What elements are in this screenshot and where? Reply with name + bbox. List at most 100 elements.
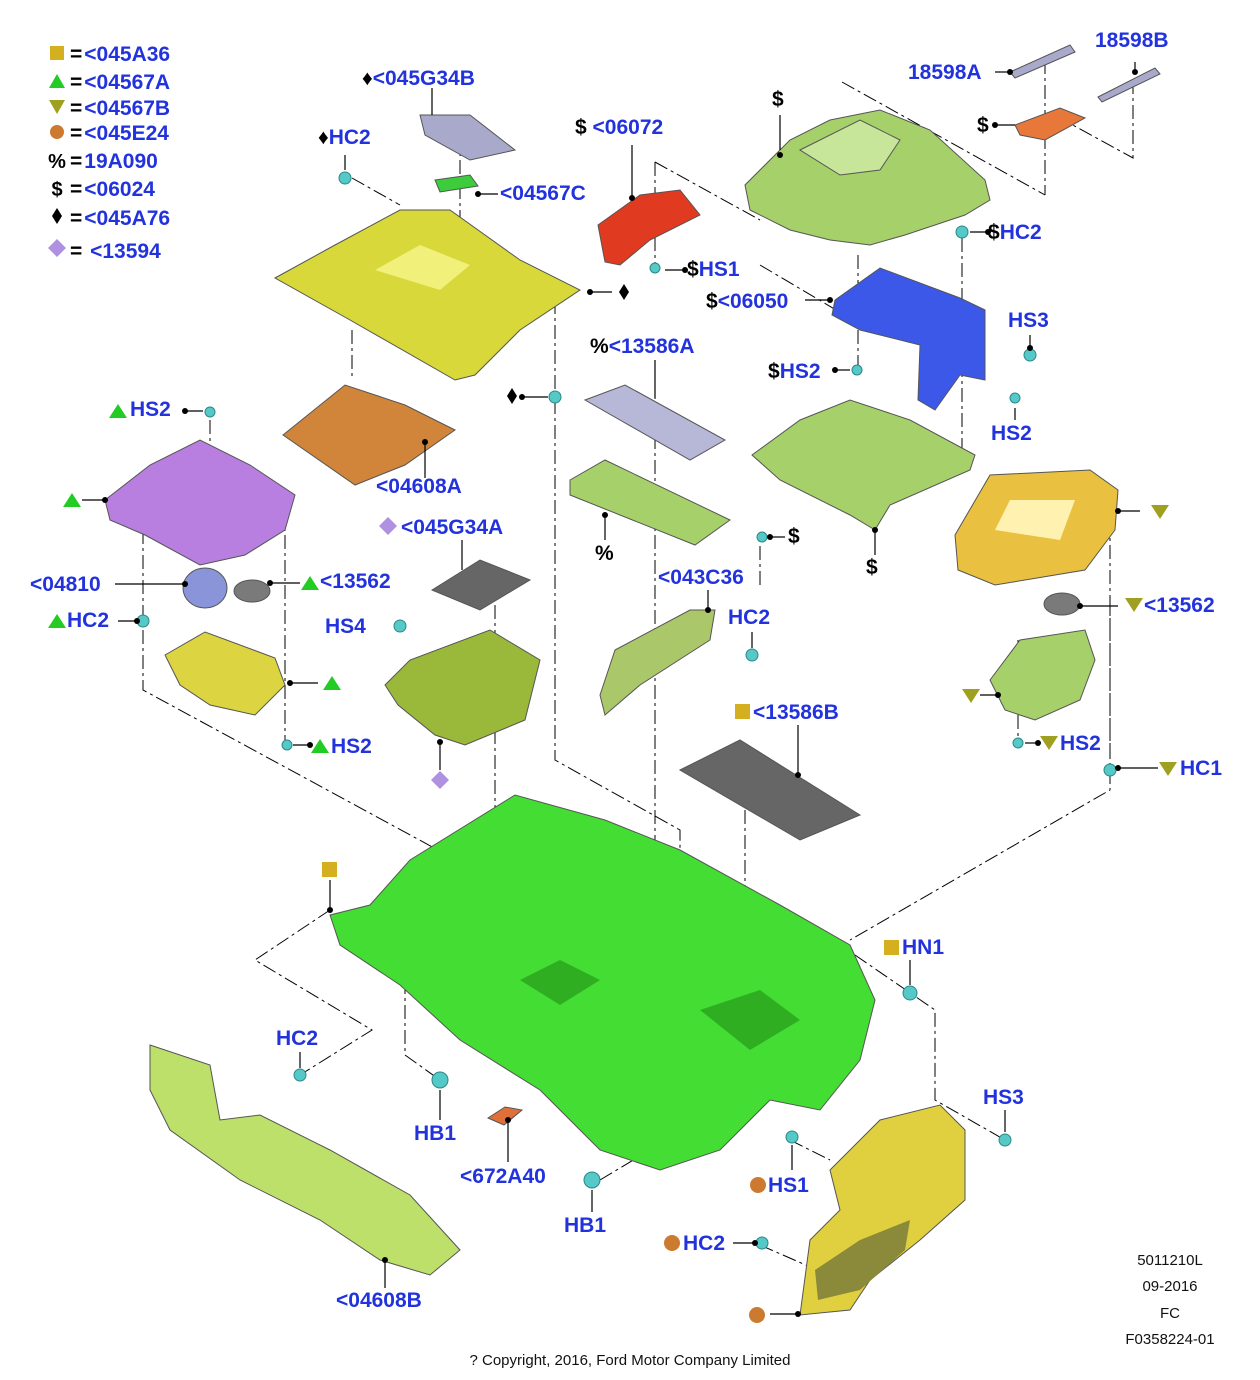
symbol-markers [48, 284, 1177, 1323]
square-icon [46, 43, 68, 67]
clip-hc2-b [955, 225, 969, 239]
bezel-04567A [104, 439, 296, 566]
legend-row-square: =<045A36 [46, 43, 170, 67]
label-hc2-cup: HC2 [67, 609, 110, 632]
parts [104, 44, 1161, 1316]
label-hn1: HN1 [902, 936, 945, 959]
drawing-ref: F0358224-01 [1125, 1331, 1215, 1348]
tri-up-marker [48, 614, 66, 628]
label-hc2-top: ♦HC2 [318, 126, 371, 149]
label-percent-bin: % [595, 542, 614, 565]
frame-06050 [831, 267, 986, 411]
label-hs3-top: HS3 [1008, 309, 1049, 332]
clip-hc2-d [745, 648, 759, 662]
tri-up-marker [109, 404, 127, 418]
bin-043-tray [569, 459, 731, 546]
clip-hn1 [902, 985, 918, 1001]
tri-up-marker [63, 493, 81, 507]
label-hc2-front: HC2 [683, 1232, 726, 1255]
legend-value: 19A090 [84, 150, 158, 173]
clip-hs2-c [204, 406, 216, 418]
drawing-date: 09-2016 [1142, 1278, 1198, 1295]
trim-strip-18598B [1097, 67, 1161, 103]
label-hs2-rcup: HS2 [1060, 732, 1101, 755]
diamond-lavender-icon [46, 238, 68, 264]
legend-value: <045E24 [84, 122, 169, 145]
label-hs2-cup: HS2 [331, 735, 372, 758]
diamond-icon [46, 207, 68, 231]
circle-icon [46, 122, 68, 146]
panel-043C36 [599, 609, 716, 716]
label-672A40: <672A40 [460, 1165, 546, 1188]
diamond-lav-marker [379, 517, 397, 535]
legend-value: <04567A [84, 71, 171, 94]
clip-hc2-e [293, 1068, 307, 1082]
square-marker [735, 704, 750, 719]
bracket-672A40 [486, 1106, 524, 1126]
legend-value: <13594 [90, 240, 161, 263]
label-hc2-panel: HC2 [728, 606, 771, 629]
label-13562-right: <13562 [1144, 594, 1215, 617]
label-dollar-tray: $ [788, 525, 800, 548]
bracket-06072 [597, 189, 701, 266]
label-hb1-bottom: HB1 [564, 1214, 607, 1237]
armrest-tray [751, 399, 976, 531]
legend-value: <045A76 [84, 207, 171, 230]
clip-hb1-b [583, 1171, 601, 1189]
label-hs4: HS4 [325, 615, 366, 638]
cupholder-green [989, 629, 1096, 721]
pad-045G34B [419, 114, 517, 161]
label-045G34B: ♦<045G34B [362, 67, 475, 90]
label-hs1-front: HS1 [768, 1174, 809, 1197]
label-043C36: <043C36 [658, 566, 744, 589]
legend-row-percent: %=19A090 [46, 150, 158, 174]
diamond-marker [619, 284, 629, 300]
label-06050: $<06050 [706, 290, 789, 313]
cupholder-yellow [164, 631, 286, 716]
label-hc2-left-panel: HC2 [276, 1027, 319, 1050]
clip-dollar-left [756, 531, 768, 543]
dollar-symbol: $ [51, 179, 63, 201]
shifter-bezel-frame [273, 209, 581, 381]
legend-row-dollar: $=<06024 [46, 178, 155, 202]
label-18598A: 18598A [908, 61, 982, 84]
label-04608B: <04608B [336, 1289, 422, 1312]
percent-symbol: % [48, 151, 66, 173]
copyright-notice: ? Copyright, 2016, Ford Motor Company Li… [469, 1352, 791, 1369]
diamond-lav-marker [431, 771, 449, 789]
label-hc2-lid: $HC2 [988, 221, 1042, 244]
trim-strip-18598A [1009, 44, 1076, 79]
label-hs1-top: $HS1 [687, 258, 740, 281]
clip-hs4 [393, 619, 407, 633]
label-hb1-left: HB1 [414, 1122, 457, 1145]
label-04567C: <04567C [500, 182, 586, 205]
console-body [329, 794, 876, 1171]
legend-row-diamond: =<045A76 [46, 207, 170, 231]
label-04810: <04810 [30, 573, 101, 596]
label-13586A: %<13586A [590, 335, 695, 358]
label-hc1: HC1 [1180, 757, 1223, 780]
legend-value: <06024 [84, 178, 155, 201]
leader-lines [82, 62, 1158, 1317]
label-dollar-tray2: $ [866, 556, 878, 579]
label-hs2-left: HS2 [130, 398, 171, 421]
tri-down-marker [1151, 505, 1169, 519]
legend-row-tri-up: =<04567A [46, 71, 170, 95]
plate-04608A [282, 384, 456, 486]
clip-diamond-mid [548, 390, 562, 404]
tri-up-marker [301, 576, 319, 590]
triangle-down-icon [46, 97, 68, 121]
label-dollar-lid: $ [772, 88, 784, 111]
tri-up-marker [311, 739, 329, 753]
legend-row-circle: =<045E24 [46, 122, 169, 146]
triangle-up-icon [46, 71, 68, 95]
armrest-lid-part [744, 109, 991, 246]
clip-hs2-b [1009, 392, 1021, 404]
label-13586B: <13586B [753, 701, 839, 724]
label-04608A: <04608A [376, 475, 462, 498]
clip-hc2-a [338, 171, 352, 185]
diamond-marker [507, 388, 517, 404]
latch-part [1014, 107, 1087, 141]
